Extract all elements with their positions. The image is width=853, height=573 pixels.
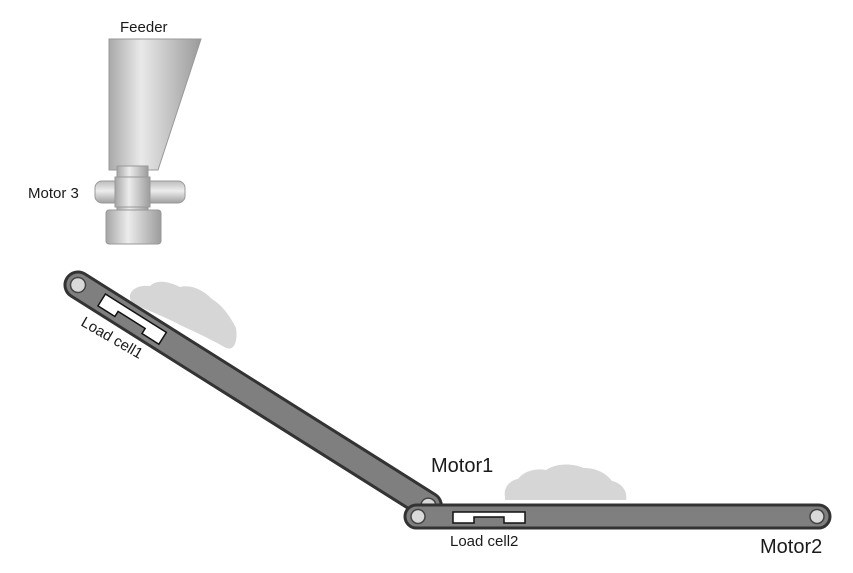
motor3-label: Motor 3 [28, 185, 79, 202]
feeder-outlet [105, 209, 162, 245]
motor1-label: Motor1 [431, 455, 493, 477]
load-cell2-label: Load cell2 [450, 533, 518, 550]
material-pile-upper [129, 281, 237, 349]
conveyor-2 [403, 503, 832, 530]
conveyor-1 [63, 270, 443, 521]
feeder-label: Feeder [120, 19, 168, 36]
feeder [94, 38, 202, 245]
feeder-hopper [108, 38, 202, 171]
material-pile-lower [504, 464, 627, 500]
load-cell2-symbol [452, 511, 526, 524]
conveyor-1-pulley-left [69, 276, 87, 294]
motor3-body [114, 176, 151, 208]
load-cell1-symbol [96, 292, 168, 346]
conveyor-2-pulley-right [809, 508, 825, 525]
motor2-label: Motor2 [760, 536, 822, 558]
conveyor-2-pulley-left [410, 508, 426, 525]
